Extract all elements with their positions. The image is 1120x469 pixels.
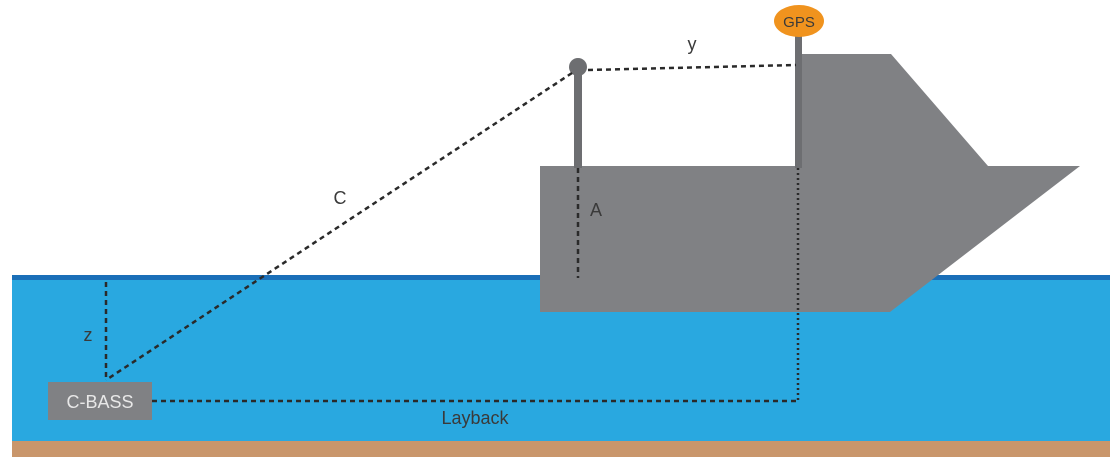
gps-marker [774, 5, 824, 37]
y-label: y [688, 34, 697, 54]
c-label: C [334, 188, 347, 208]
a-label: A [590, 200, 602, 220]
c-bass-label: C-BASS [66, 392, 133, 412]
layback-label: Layback [441, 408, 509, 428]
seabed [12, 441, 1110, 457]
mast-pole [574, 70, 582, 168]
gps-pole [795, 32, 802, 168]
c-bass-box [48, 382, 152, 420]
boat-hull [540, 54, 1080, 312]
c-cable-line [105, 71, 573, 382]
mast-tip-point [569, 58, 587, 76]
gps-label: GPS [783, 14, 815, 31]
y-distance-line [587, 63, 797, 72]
z-label: z [84, 325, 93, 345]
